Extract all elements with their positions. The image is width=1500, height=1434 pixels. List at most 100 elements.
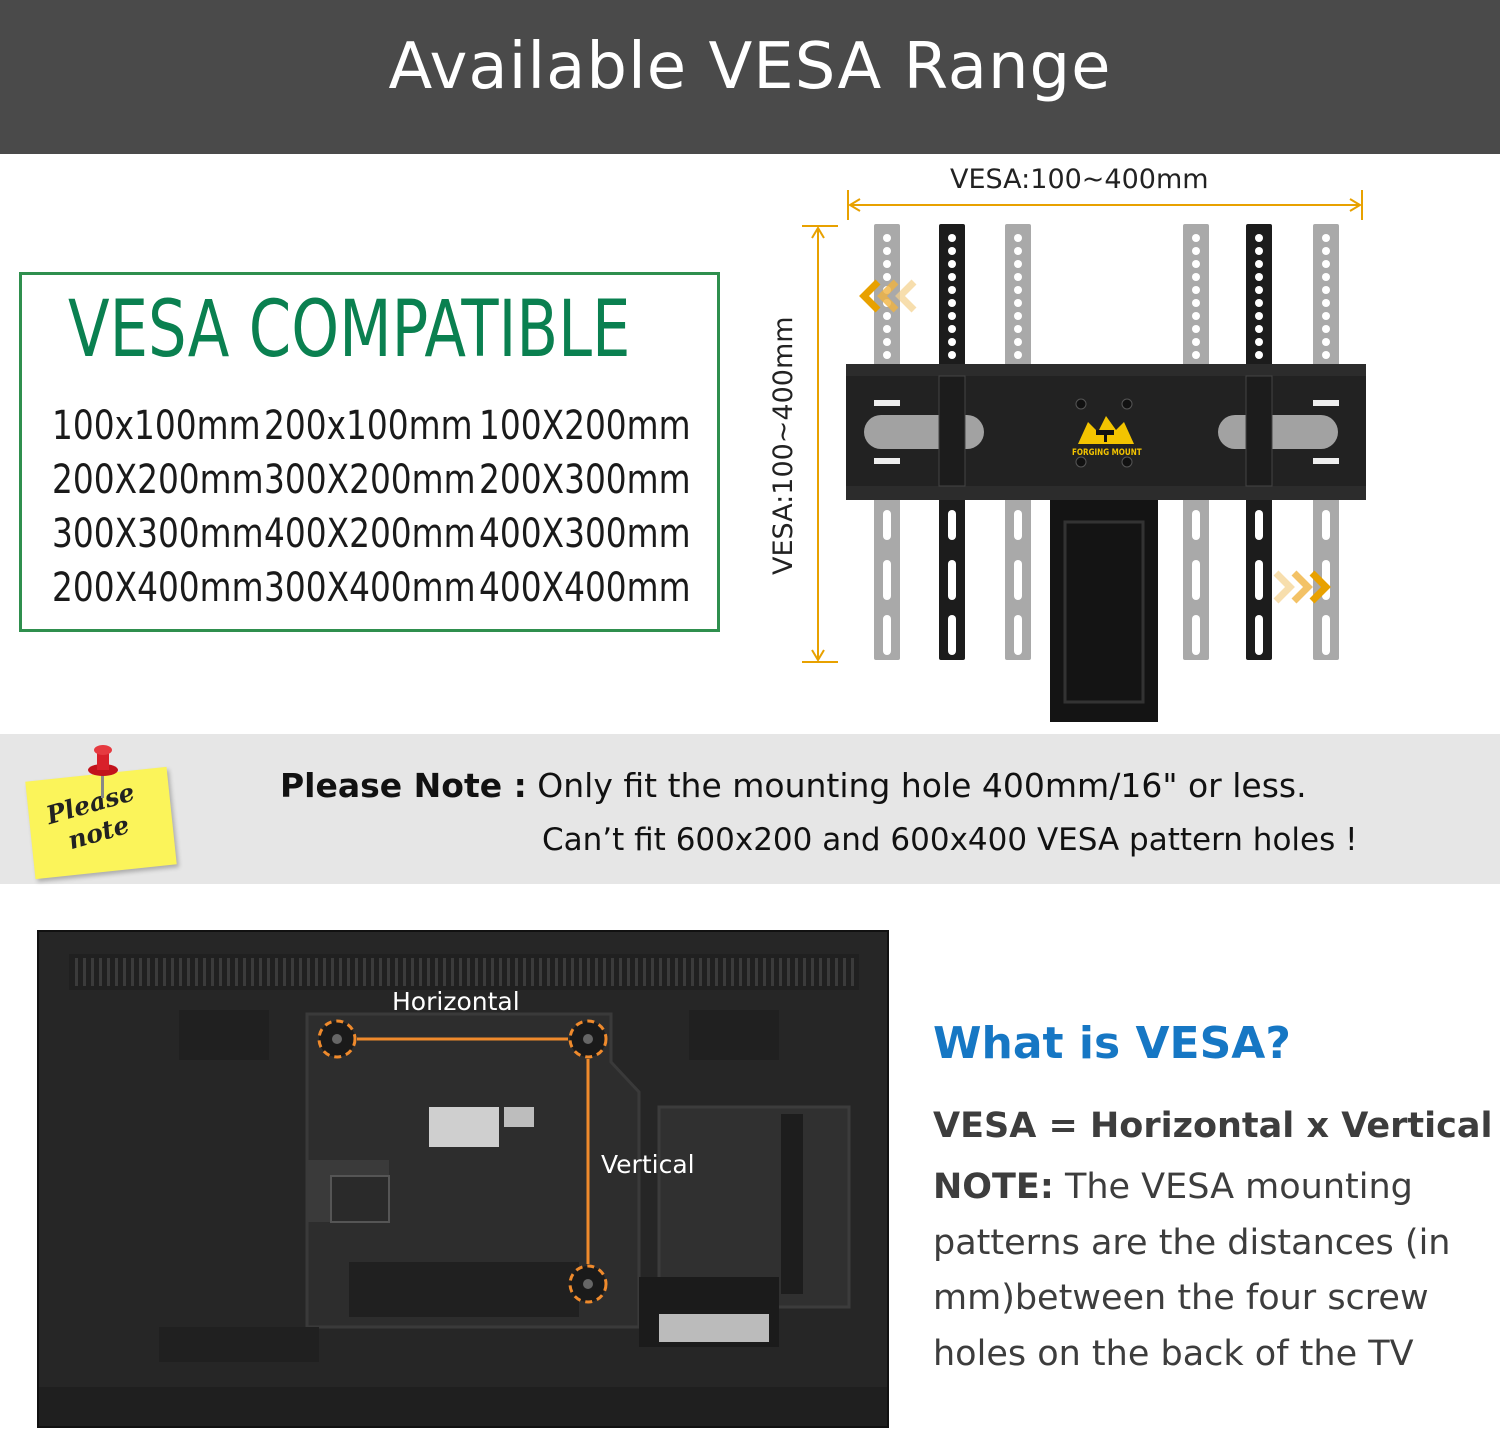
vent-slot <box>603 958 606 986</box>
compat-size-grid: 100x100mm 200x100mm 100X200mm 200X200mm … <box>52 399 699 615</box>
vent-slot <box>275 958 278 986</box>
vent-slot <box>235 958 238 986</box>
vent-slot <box>491 958 494 986</box>
vent-slot <box>219 958 222 986</box>
vent-slot <box>331 958 334 986</box>
arm-hole <box>883 325 891 333</box>
note-line-2: Can’t fit 600x200 and 600x400 VESA patte… <box>542 822 1358 858</box>
arm-hole <box>948 312 956 320</box>
vent-slot <box>411 958 414 986</box>
compat-size: 300X400mm <box>264 565 476 611</box>
arm-hole <box>1014 286 1022 294</box>
vertical-label: Vertical <box>601 1150 695 1179</box>
vertical-range-label: VESA:100~400mm <box>768 316 799 575</box>
vent-slot <box>683 958 686 986</box>
arm-hole <box>883 234 891 242</box>
arm-hole <box>1014 299 1022 307</box>
arm-hole <box>1014 325 1022 333</box>
vent-slot <box>827 958 830 986</box>
arm-hole <box>883 247 891 255</box>
arm-slot <box>1322 615 1330 655</box>
arm-hole <box>1322 286 1330 294</box>
vesa-compatible-box: VESA COMPATIBLE 100x100mm 200x100mm 100X… <box>19 272 720 632</box>
compat-row: 200X200mm 300X200mm 200X300mm <box>52 453 699 507</box>
arm-slot <box>883 615 891 655</box>
vent-slot <box>267 958 270 986</box>
arm-hole <box>1014 351 1022 359</box>
vent-slot <box>155 958 158 986</box>
arm-hole <box>1192 273 1200 281</box>
vent-slot <box>107 958 110 986</box>
arm-hole <box>1255 338 1263 346</box>
vent-slot <box>347 958 350 986</box>
vent-slot <box>243 958 246 986</box>
vent-slot <box>507 958 510 986</box>
bracket-diagram: VESA:100~400mm VESA:100~400mm FORGING MO… <box>760 160 1500 730</box>
compat-size: 100X200mm <box>479 403 691 449</box>
arm-hole <box>948 234 956 242</box>
vent-slot <box>739 958 742 986</box>
arm-hole <box>1255 286 1263 294</box>
compat-size: 200X200mm <box>52 457 264 503</box>
vent-slot <box>803 958 806 986</box>
bracket-illustration <box>802 190 1366 722</box>
vent-slot <box>355 958 358 986</box>
vent-slot <box>611 958 614 986</box>
vent-slot <box>395 958 398 986</box>
arm-hole <box>948 325 956 333</box>
vent-slot <box>499 958 502 986</box>
arm-hole <box>883 273 891 281</box>
arm-slot <box>948 510 956 540</box>
horizontal-label: Horizontal <box>392 987 520 1016</box>
arm-slot <box>1192 615 1200 655</box>
arm-slot <box>948 615 956 655</box>
arm-slot <box>1255 615 1263 655</box>
arm-hole <box>883 260 891 268</box>
vent-slot <box>523 958 526 986</box>
arm-hole <box>883 338 891 346</box>
compat-size: 200X400mm <box>52 565 264 611</box>
arm-hole <box>1192 312 1200 320</box>
arm-hole <box>1192 338 1200 346</box>
compat-row: 300X300mm 400X200mm 400X300mm <box>52 507 699 561</box>
vent-slot <box>435 958 438 986</box>
arm-holes <box>883 234 1330 655</box>
compat-size: 100x100mm <box>52 403 261 449</box>
vertical-dimension-arrow <box>802 225 838 663</box>
arm-hole <box>948 299 956 307</box>
arm-slot <box>1255 560 1263 600</box>
note-band: Please note Please Note : Only fit the m… <box>0 734 1500 884</box>
vent-slot <box>699 958 702 986</box>
arm-hole <box>883 312 891 320</box>
vent-slot <box>387 958 390 986</box>
arm-hole <box>1255 299 1263 307</box>
arm-hole <box>1014 273 1022 281</box>
vent-slot <box>211 958 214 986</box>
vent-slot <box>483 958 486 986</box>
push-pin-icon <box>88 745 118 798</box>
vent-slot <box>707 958 710 986</box>
vent-slot <box>99 958 102 986</box>
vent-slot <box>539 958 542 986</box>
compat-size: 400X300mm <box>479 511 691 557</box>
arm-slot <box>1192 560 1200 600</box>
vent-slot <box>475 958 478 986</box>
arm-hole <box>1192 299 1200 307</box>
vent-slot <box>299 958 302 986</box>
vent-slot <box>715 958 718 986</box>
arm-hole <box>1322 312 1330 320</box>
compat-size: 200x100mm <box>264 403 473 449</box>
vent-slot <box>371 958 374 986</box>
compat-title: VESA COMPATIBLE <box>68 285 631 375</box>
vent-slot <box>659 958 662 986</box>
vent-slot <box>691 958 694 986</box>
vent-slot <box>763 958 766 986</box>
vent-slot <box>251 958 254 986</box>
vent-slot <box>283 958 286 986</box>
arm-hole <box>1255 351 1263 359</box>
arm-hole <box>1255 247 1263 255</box>
arm-slot <box>1255 510 1263 540</box>
vent-slot <box>515 958 518 986</box>
arm-hole <box>1322 325 1330 333</box>
vent-slot <box>115 958 118 986</box>
